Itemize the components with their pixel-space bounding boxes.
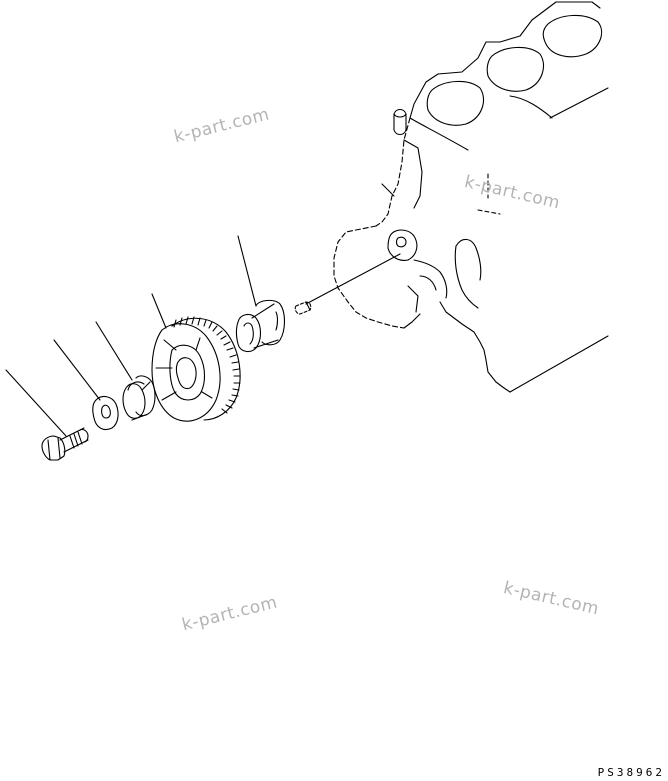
leader-line-bushing <box>95 321 133 381</box>
bolt <box>41 427 89 461</box>
leader-line-washer <box>53 339 101 401</box>
leader-lines <box>5 235 401 437</box>
leader-line-bolt <box>5 369 67 437</box>
leader-line-pin <box>305 253 401 305</box>
washer <box>92 395 119 431</box>
leader-line-shaft <box>237 235 257 307</box>
idler-shaft <box>235 299 286 353</box>
thrust-bushing <box>122 375 156 421</box>
dowel-pin <box>294 301 312 315</box>
idler-gear <box>151 316 241 422</box>
drawing-code-label: PS38962 <box>597 766 665 779</box>
leader-line-gear <box>151 293 167 329</box>
engine-block-outline <box>333 1 609 393</box>
